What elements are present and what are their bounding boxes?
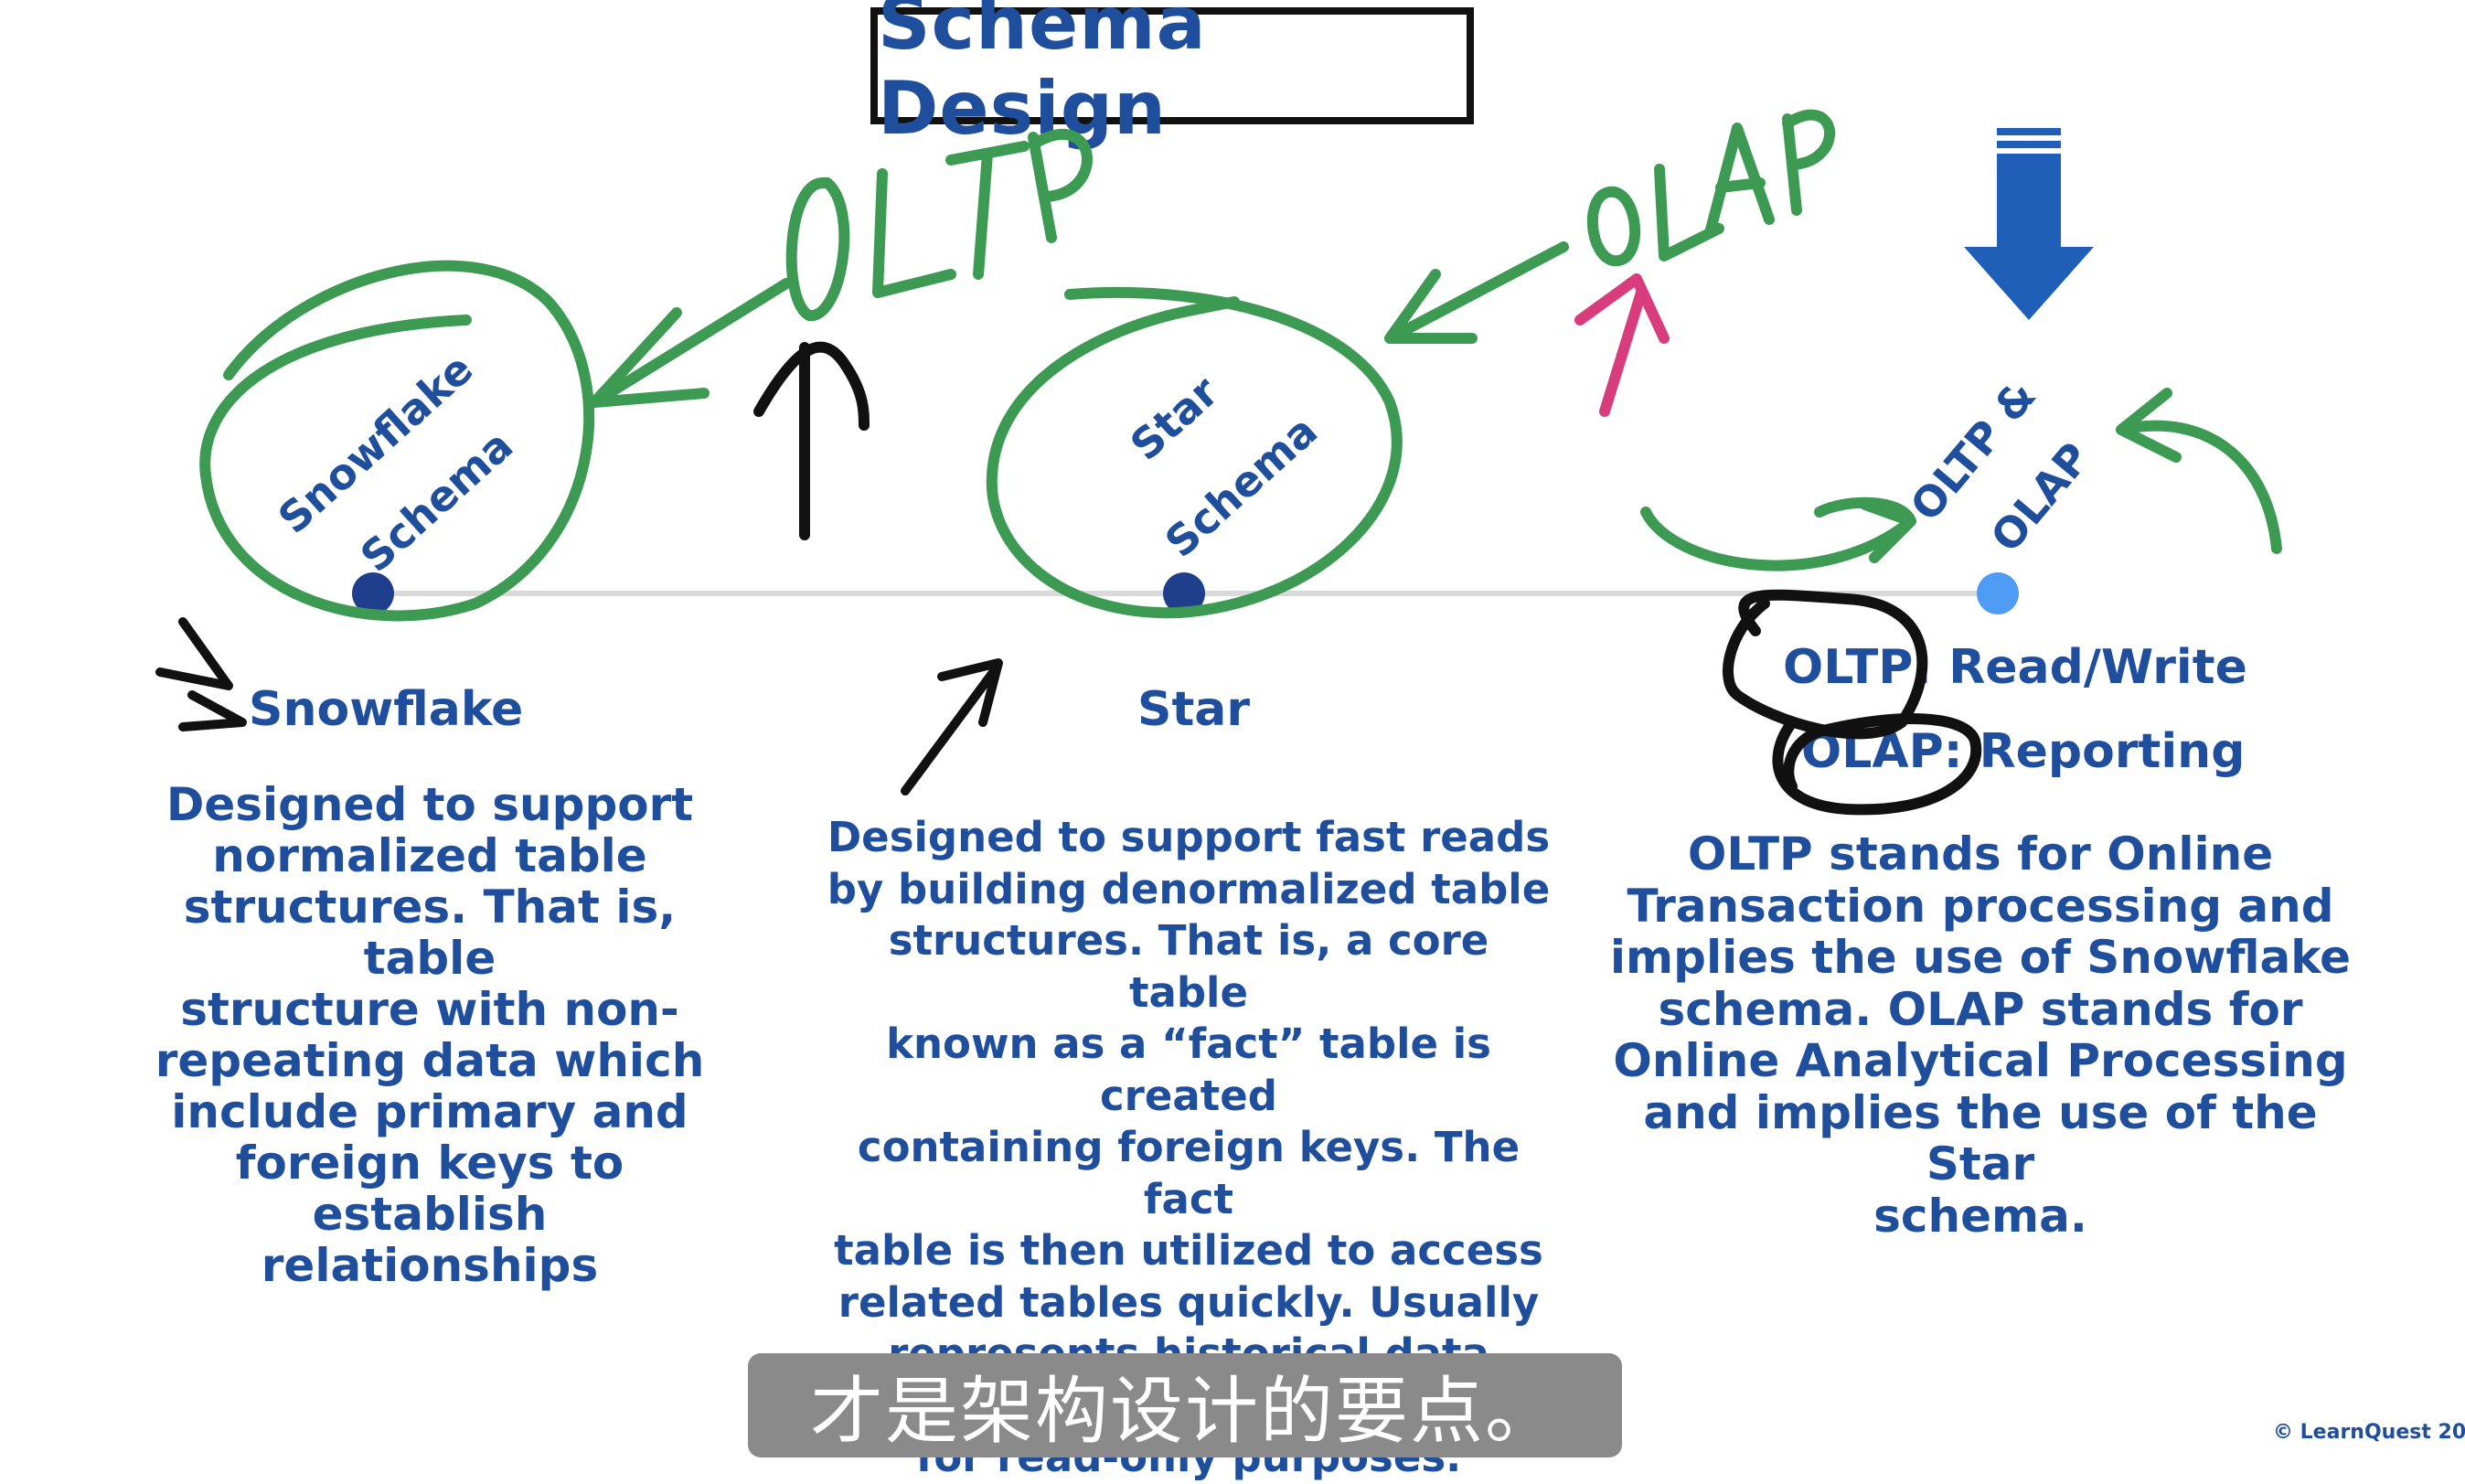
oltp-olap-right-curve-arrow — [2116, 388, 2282, 554]
timeline-dot-star — [1163, 572, 1205, 614]
title-box: Schema Design — [870, 0, 1474, 151]
black-arrow-snowflake — [155, 617, 247, 731]
star-heading: Star — [1137, 682, 1251, 737]
copyright-text: © LearnQuest 2020 — [2273, 1421, 2465, 1444]
star-node-label-line1: Star — [1120, 367, 1228, 470]
timeline-dot-snowflake — [352, 572, 394, 614]
black-arrow-up-left — [753, 341, 870, 540]
oltp-olap-left-curve-arrow — [1640, 496, 1916, 571]
star-green-circle — [986, 286, 1403, 619]
oltp-green-arrow — [589, 278, 792, 408]
black-arrow-star — [901, 658, 1003, 795]
snowflake-description: Designed to support normalized table str… — [155, 778, 705, 1292]
olap-handwriting-icon — [1586, 109, 1836, 267]
oltp-handwriting-icon — [785, 129, 1093, 321]
timeline-dot-oltp-olap — [1977, 572, 2019, 614]
snowflake-heading: Snowflake — [249, 682, 524, 737]
oltp-heading: OLTP: Read/Write — [1783, 640, 2247, 695]
pink-arrow — [1574, 273, 1670, 417]
oltp-olap-description: OLTP stands for Online Transaction proce… — [1609, 827, 2352, 1243]
olap-green-arrow — [1384, 241, 1569, 344]
subtitle-caption: 才是架构设计的要点。 — [748, 1353, 1622, 1457]
blue-down-arrow-icon — [1964, 128, 2094, 320]
subtitle-text: 才是架构设计的要点。 — [810, 1369, 1560, 1454]
olap-heading: OLAP: Reporting — [1801, 724, 2246, 779]
page-title: Schema Design — [878, 0, 1207, 151]
